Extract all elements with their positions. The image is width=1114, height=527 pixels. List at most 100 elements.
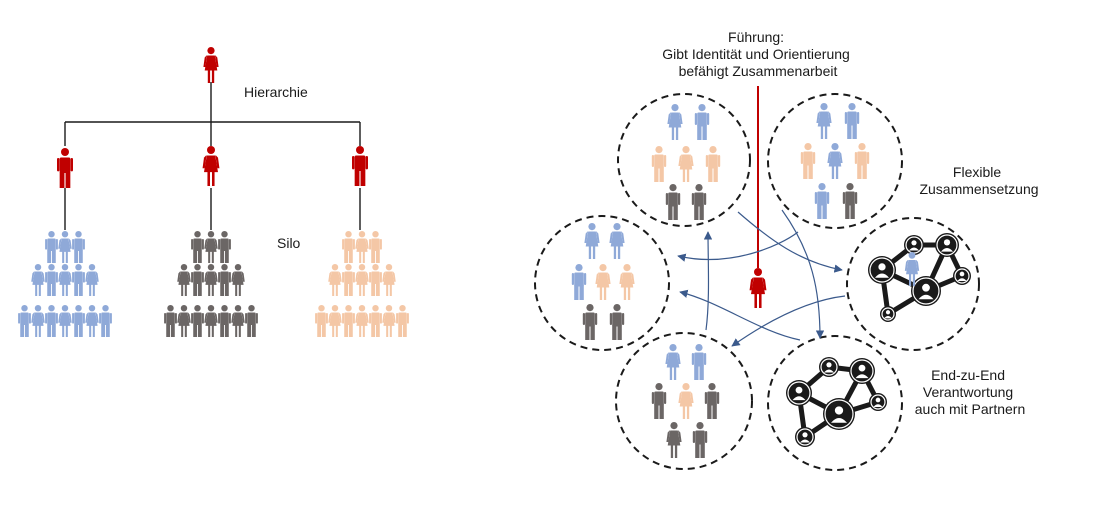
person-icon	[18, 305, 31, 337]
person-icon	[218, 305, 231, 337]
person-icon	[45, 305, 58, 337]
person-icon	[204, 264, 218, 296]
person-icon	[58, 305, 72, 337]
team-circles	[534, 93, 980, 471]
person-icon	[85, 305, 99, 337]
arrow	[679, 289, 801, 341]
person-icon	[342, 264, 355, 296]
person-icon	[72, 305, 85, 337]
person-icon	[749, 268, 767, 308]
person-icon	[328, 305, 342, 337]
person-icon	[651, 146, 667, 182]
person-icon	[218, 231, 231, 263]
person-icon	[619, 264, 635, 300]
person-icon	[99, 305, 112, 337]
person-icon	[705, 146, 721, 182]
leadership-line-1: Führung:	[728, 29, 784, 45]
person-icon	[45, 231, 58, 263]
person-icon	[204, 305, 218, 337]
person-icon	[191, 305, 204, 337]
collaboration-arrows	[677, 209, 846, 347]
person-icon	[202, 146, 220, 186]
person-icon	[595, 264, 611, 300]
person-icon	[45, 264, 58, 296]
hierarchy-label: Hierarchie	[244, 84, 308, 100]
person-icon	[177, 305, 191, 337]
person-icon	[369, 264, 382, 296]
person-icon	[218, 264, 231, 296]
person-icon	[854, 143, 870, 179]
person-icon	[204, 231, 218, 263]
person-icon	[678, 146, 694, 182]
e2e-line-3: auch mit Partnern	[915, 401, 1026, 417]
person-icon	[584, 223, 600, 259]
arrow	[781, 209, 825, 339]
person-icon	[58, 264, 72, 296]
person-icon	[72, 264, 85, 296]
person-icon	[31, 264, 45, 296]
person-icon	[704, 383, 720, 419]
person-icon	[609, 304, 625, 340]
person-icon	[177, 264, 191, 296]
person-icon	[31, 305, 45, 337]
left-people	[18, 47, 409, 337]
arrow	[737, 211, 843, 273]
person-icon	[382, 264, 396, 296]
person-icon	[352, 146, 368, 186]
team-circle-mid-left	[534, 215, 670, 351]
leadership-label: Führung: Gibt Identität und Orientierung…	[662, 29, 853, 79]
e2e-label: End-zu-End Verantwortung auch mit Partne…	[915, 367, 1026, 417]
networks	[786, 233, 971, 447]
person-icon	[666, 422, 682, 458]
person-icon	[355, 305, 369, 337]
person-icon	[842, 183, 858, 219]
e2e-line-1: End-zu-End	[931, 367, 1005, 383]
team-circle-top-right	[767, 93, 903, 229]
person-icon	[245, 305, 258, 337]
arrow	[731, 295, 846, 347]
person-icon	[396, 305, 409, 337]
right-people	[571, 103, 870, 458]
flexible-line-2: Zusammensetzung	[919, 181, 1038, 197]
person-icon	[582, 304, 598, 340]
person-icon	[692, 422, 708, 458]
person-icon	[571, 264, 587, 300]
person-icon	[191, 231, 204, 263]
person-icon	[667, 104, 683, 140]
person-icon	[827, 143, 843, 179]
person-icon	[72, 231, 85, 263]
silo-label: Silo	[277, 235, 301, 251]
team-circle-bottom-right	[767, 335, 903, 471]
person-icon	[382, 305, 396, 337]
e2e-line-2: Verantwortung	[923, 384, 1013, 400]
person-icon	[203, 47, 219, 83]
person-icon	[816, 103, 832, 139]
person-icon	[694, 104, 710, 140]
person-icon	[342, 305, 355, 337]
person-icon	[800, 143, 816, 179]
person-icon	[355, 231, 369, 263]
person-icon	[651, 383, 667, 419]
person-icon	[355, 264, 369, 296]
flexible-line-1: Flexible	[953, 164, 1001, 180]
person-icon	[328, 264, 342, 296]
person-icon	[58, 231, 72, 263]
person-icon	[315, 305, 328, 337]
person-icon	[85, 264, 99, 296]
person-icon	[814, 183, 830, 219]
arrow	[703, 231, 713, 331]
person-icon	[369, 231, 382, 263]
person-icon	[231, 305, 245, 337]
leadership-line-2: Gibt Identität und Orientierung	[662, 46, 850, 62]
person-icon	[191, 264, 204, 296]
team-circle-bottom-left	[615, 332, 753, 470]
person-icon	[231, 264, 245, 296]
team-circle-top-left	[617, 93, 751, 227]
person-icon	[678, 383, 694, 419]
team-circle-mid-right	[846, 217, 980, 351]
person-icon	[164, 305, 177, 337]
person-icon	[665, 344, 681, 380]
person-icon	[369, 305, 382, 337]
person-icon	[691, 184, 707, 220]
